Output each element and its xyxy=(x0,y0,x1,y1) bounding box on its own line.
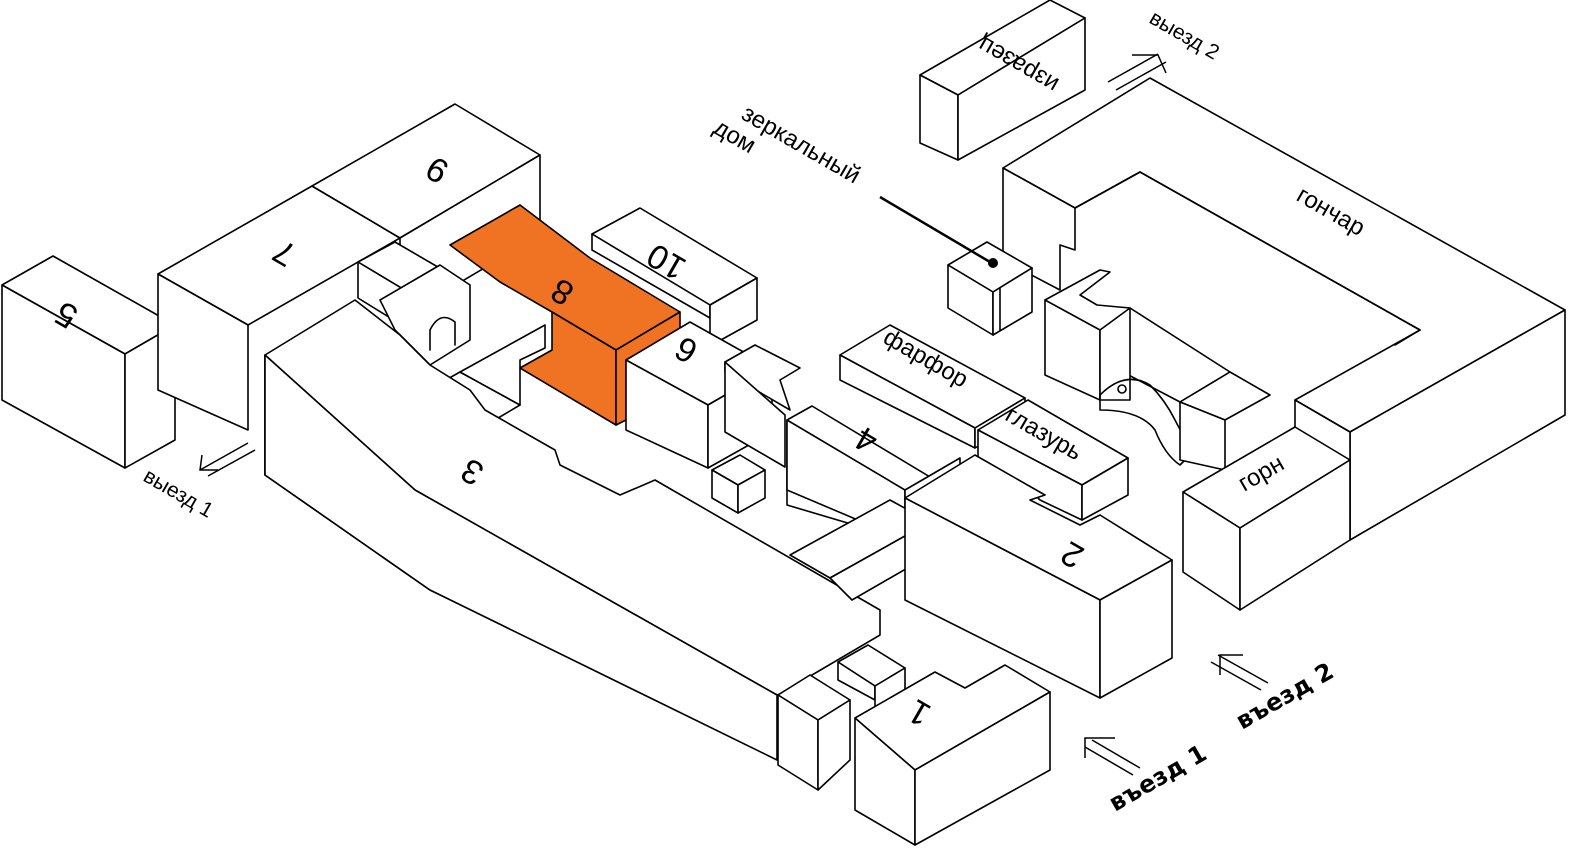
mirror-house-label-line1: зеркальный xyxy=(737,100,865,189)
small-annex-blocks xyxy=(777,644,906,791)
gonchar-inner xyxy=(1044,269,1271,471)
exit-1: выезд 1 xyxy=(140,442,256,523)
entry-1-label: въезд 1 xyxy=(1104,739,1211,817)
building-5[interactable]: 5 xyxy=(1,255,176,469)
building-mirror-house[interactable] xyxy=(879,195,1033,336)
entry-2-label: въезд 2 xyxy=(1231,657,1338,735)
building-gorn[interactable]: горн xyxy=(1182,426,1351,611)
exit-2-label: выезд 2 xyxy=(1146,6,1224,64)
building-10[interactable]: 10 xyxy=(591,207,758,347)
building-glazur[interactable]: глазурь xyxy=(977,399,1129,521)
building-2[interactable]: 2 xyxy=(904,454,1173,699)
entry-2: въезд 2 xyxy=(1210,654,1338,735)
building-3[interactable]: 3 xyxy=(264,299,881,761)
small-cube xyxy=(711,454,766,514)
exit-2-arrow-icon xyxy=(1107,53,1167,91)
entry-1-arrow-icon xyxy=(1084,737,1141,776)
exit-2: выезд 2 xyxy=(1107,6,1224,91)
exit-1-label: выезд 1 xyxy=(140,464,218,522)
building-8[interactable]: 8 xyxy=(449,204,681,426)
building-1[interactable]: 1 xyxy=(854,664,1051,846)
building-farfor[interactable]: фарфор xyxy=(839,324,1026,449)
entry-2-arrow-icon xyxy=(1210,654,1269,691)
callout-dot xyxy=(988,258,998,268)
entry-1: въезд 1 xyxy=(1084,737,1211,817)
callout-leader-line xyxy=(879,195,991,264)
building-8-wall xyxy=(519,311,617,426)
connector-block xyxy=(724,344,801,468)
building-izrazets[interactable]: изразец xyxy=(919,0,1086,161)
exit-1-arrow-icon xyxy=(199,442,256,477)
